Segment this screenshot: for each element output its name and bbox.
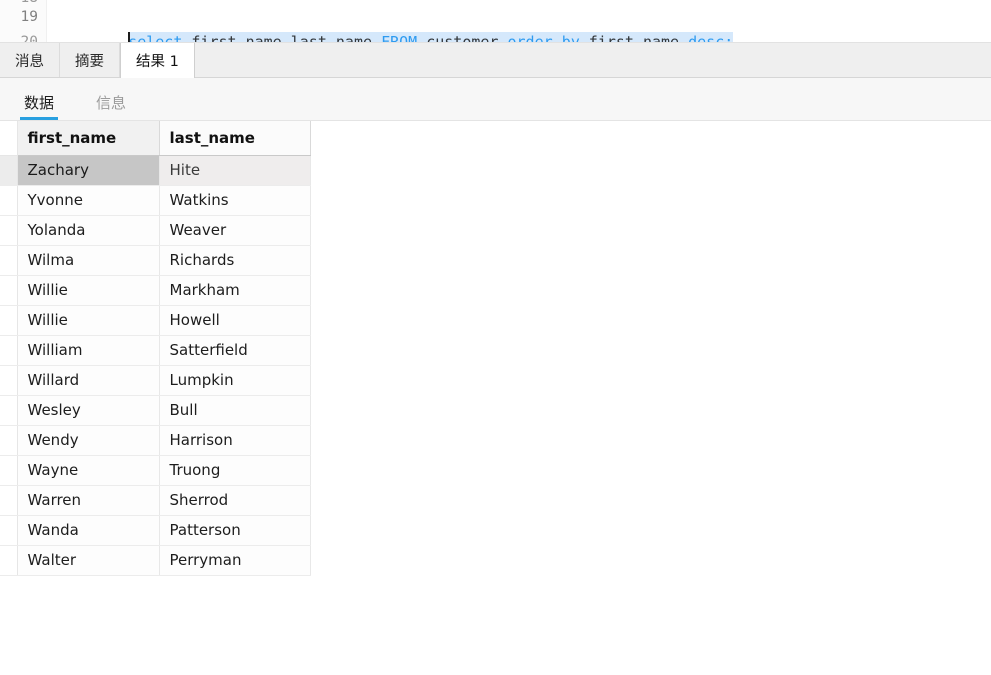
cell-first-name[interactable]: Yvonne	[17, 185, 160, 216]
sql-token-columns: first_name,last_name	[191, 33, 373, 42]
tab-messages[interactable]: 消息	[0, 43, 60, 77]
cell-last-name[interactable]: Harrison	[159, 425, 311, 456]
column-header-last-name[interactable]: last_name	[159, 121, 311, 156]
sql-token-space-5	[553, 33, 562, 42]
row-selector[interactable]	[0, 545, 18, 576]
cell-last-name[interactable]: Satterfield	[159, 335, 311, 366]
row-selector[interactable]	[0, 335, 18, 366]
cell-first-name[interactable]: Willie	[17, 275, 160, 306]
sql-token-select: select	[128, 33, 183, 42]
sql-token-space-2	[372, 33, 381, 42]
subtab-data-label: 数据	[24, 94, 55, 112]
sql-token-by: by	[561, 33, 580, 42]
column-header-first-name[interactable]: first_name	[17, 121, 160, 156]
result-tab-bar: 消息 摘要 结果 1	[0, 42, 991, 78]
cell-first-name[interactable]: William	[17, 335, 160, 366]
cell-first-name[interactable]: Wendy	[17, 425, 160, 456]
cell-first-name[interactable]: Willard	[17, 365, 160, 396]
row-selector[interactable]	[0, 365, 18, 396]
cell-first-name[interactable]: Walter	[17, 545, 160, 576]
cell-first-name[interactable]: Zachary	[17, 155, 160, 186]
cell-first-name[interactable]: Wesley	[17, 395, 160, 426]
cell-last-name[interactable]: Markham	[159, 275, 311, 306]
row-selector[interactable]	[0, 515, 18, 546]
tab-messages-label: 消息	[15, 53, 44, 70]
tab-summary-label: 摘要	[75, 53, 104, 70]
cell-first-name[interactable]: Wilma	[17, 245, 160, 276]
sql-query-selection[interactable]: select first_name,last_name FROM custome…	[128, 32, 734, 42]
sql-token-space-4	[498, 33, 507, 42]
subtab-data[interactable]: 数据	[20, 92, 59, 120]
editor-line-number-gutter: 18 19 20	[0, 0, 47, 42]
subtab-info-label: 信息	[96, 94, 127, 112]
sql-token-order: order	[507, 33, 553, 42]
line-number-19: 19	[20, 9, 38, 25]
result-grid-header: first_name last_name	[0, 121, 311, 156]
result-subtab-bar: 数据 信息	[0, 78, 991, 121]
cell-last-name[interactable]: Howell	[159, 305, 311, 336]
row-selector[interactable]	[0, 245, 18, 276]
row-selector[interactable]	[0, 185, 18, 216]
sql-token-space-7	[679, 33, 688, 42]
text-caret	[128, 32, 131, 42]
cell-last-name[interactable]: Sherrod	[159, 485, 311, 516]
sql-query-line[interactable]: select first_name,last_name FROM custome…	[74, 5, 734, 42]
sql-token-space-3	[417, 33, 426, 42]
cell-last-name[interactable]: Watkins	[159, 185, 311, 216]
cell-last-name[interactable]: Perryman	[159, 545, 311, 576]
sql-token-desc: desc	[688, 33, 725, 42]
row-selector[interactable]	[0, 485, 18, 516]
row-selector[interactable]	[0, 275, 18, 306]
header-row: first_name last_name	[0, 121, 311, 156]
sql-token-from: FROM	[381, 33, 418, 42]
row-selector[interactable]	[0, 155, 18, 186]
subtab-info[interactable]: 信息	[92, 92, 130, 120]
row-selector[interactable]	[0, 215, 18, 246]
row-selector[interactable]	[0, 395, 18, 426]
cell-last-name[interactable]: Truong	[159, 455, 311, 486]
cell-first-name[interactable]: Warren	[17, 485, 160, 516]
select-all-corner[interactable]	[0, 121, 18, 156]
sql-token-order-column: first_name	[588, 33, 680, 42]
cell-last-name[interactable]: Richards	[159, 245, 311, 276]
sql-token-space-6	[580, 33, 589, 42]
cell-last-name[interactable]: Weaver	[159, 215, 311, 246]
sql-token-table: customer	[426, 33, 499, 42]
line-number-20: 20	[20, 34, 38, 42]
cell-first-name[interactable]: Willie	[17, 305, 160, 336]
tab-summary[interactable]: 摘要	[60, 43, 120, 77]
sql-token-semicolon: ;	[724, 33, 734, 42]
cell-last-name[interactable]: Hite	[159, 155, 311, 186]
cell-last-name[interactable]: Lumpkin	[159, 365, 311, 396]
cell-first-name[interactable]: Wanda	[17, 515, 160, 546]
tab-result-1[interactable]: 结果 1	[120, 43, 195, 78]
cell-last-name[interactable]: Bull	[159, 395, 311, 426]
row-selector[interactable]	[0, 305, 18, 336]
cell-first-name[interactable]: Yolanda	[17, 215, 160, 246]
line-number-18: 18	[0, 0, 38, 10]
sql-editor-pane[interactable]: 18 19 20 select first_name,last_name FRO…	[0, 0, 991, 42]
row-selector[interactable]	[0, 425, 18, 456]
cell-last-name[interactable]: Patterson	[159, 515, 311, 546]
row-selector[interactable]	[0, 455, 18, 486]
cell-first-name[interactable]: Wayne	[17, 455, 160, 486]
tab-result-1-label: 结果 1	[136, 53, 179, 70]
